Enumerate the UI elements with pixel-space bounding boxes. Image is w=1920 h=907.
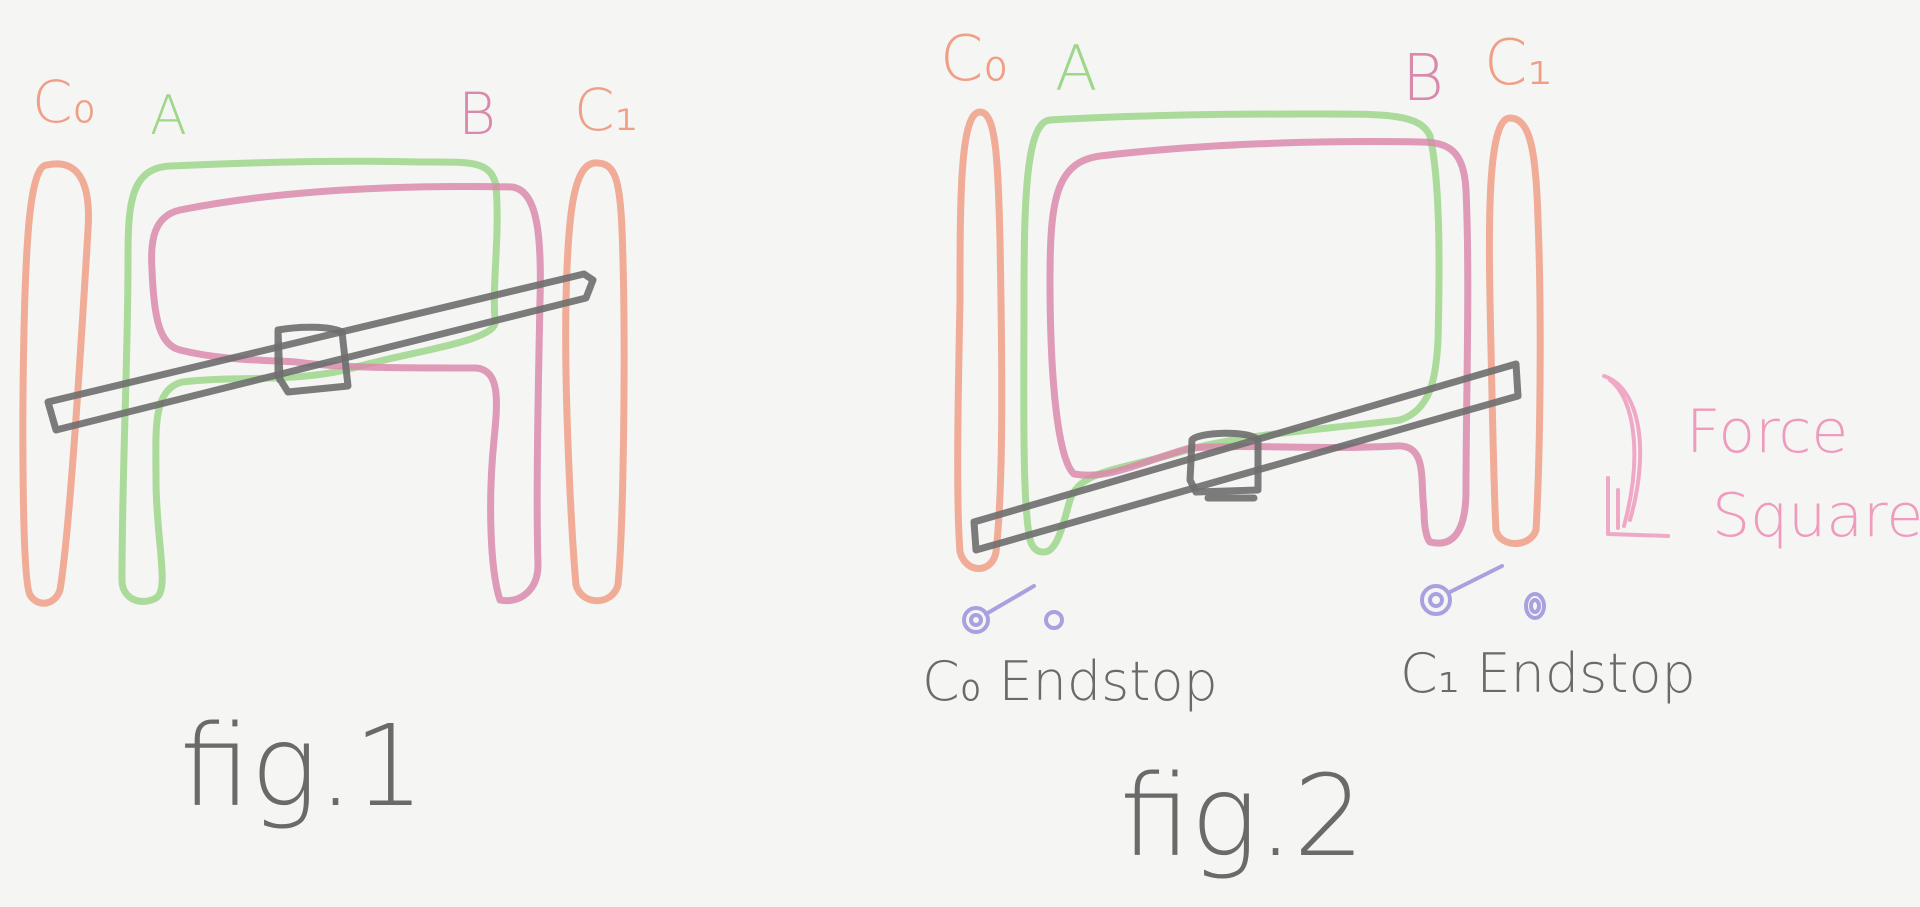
figure-1-labels: C₀ A B C₁ fig.1 [32, 68, 638, 832]
label-a: A [150, 84, 187, 147]
carriage-bar [44, 270, 597, 434]
label-c1: C₁ [1484, 26, 1552, 99]
c0-rail [954, 108, 1006, 572]
figure-1 [19, 157, 628, 607]
center-block [274, 323, 352, 396]
curved-down-arrow-icon [1602, 374, 1670, 538]
label-a: A [1055, 32, 1097, 105]
force-label-line2: Square [1712, 481, 1920, 551]
figure-caption: fig.1 [180, 702, 425, 832]
figure-2 [954, 108, 1670, 634]
force-label-line1: Force [1686, 397, 1848, 467]
label-c0: C₀ [32, 68, 96, 136]
endstop-label-c1: C₁ Endstop [1400, 642, 1696, 705]
label-b: B [458, 80, 496, 148]
gantry-b [1046, 138, 1472, 547]
figure-2-labels: C₀ A B C₁ Force Square C₀ Endstop C₁ End… [922, 22, 1920, 882]
figure-caption: fig.2 [1120, 752, 1365, 882]
label-b: B [1402, 42, 1444, 116]
endstop-switch-icon [962, 584, 1064, 634]
c0-rail [19, 160, 92, 607]
endstop-label-c0: C₀ Endstop [922, 650, 1218, 713]
label-c1: C₁ [574, 76, 638, 144]
gantry-a [118, 157, 501, 605]
gantry-b [148, 182, 544, 605]
label-c0: C₀ [940, 22, 1008, 95]
c1-rail [562, 159, 628, 605]
c1-rail [1485, 114, 1544, 547]
center-block [1186, 429, 1262, 502]
endstop-switch-icon [1420, 564, 1546, 620]
carriage-bar [970, 360, 1522, 554]
